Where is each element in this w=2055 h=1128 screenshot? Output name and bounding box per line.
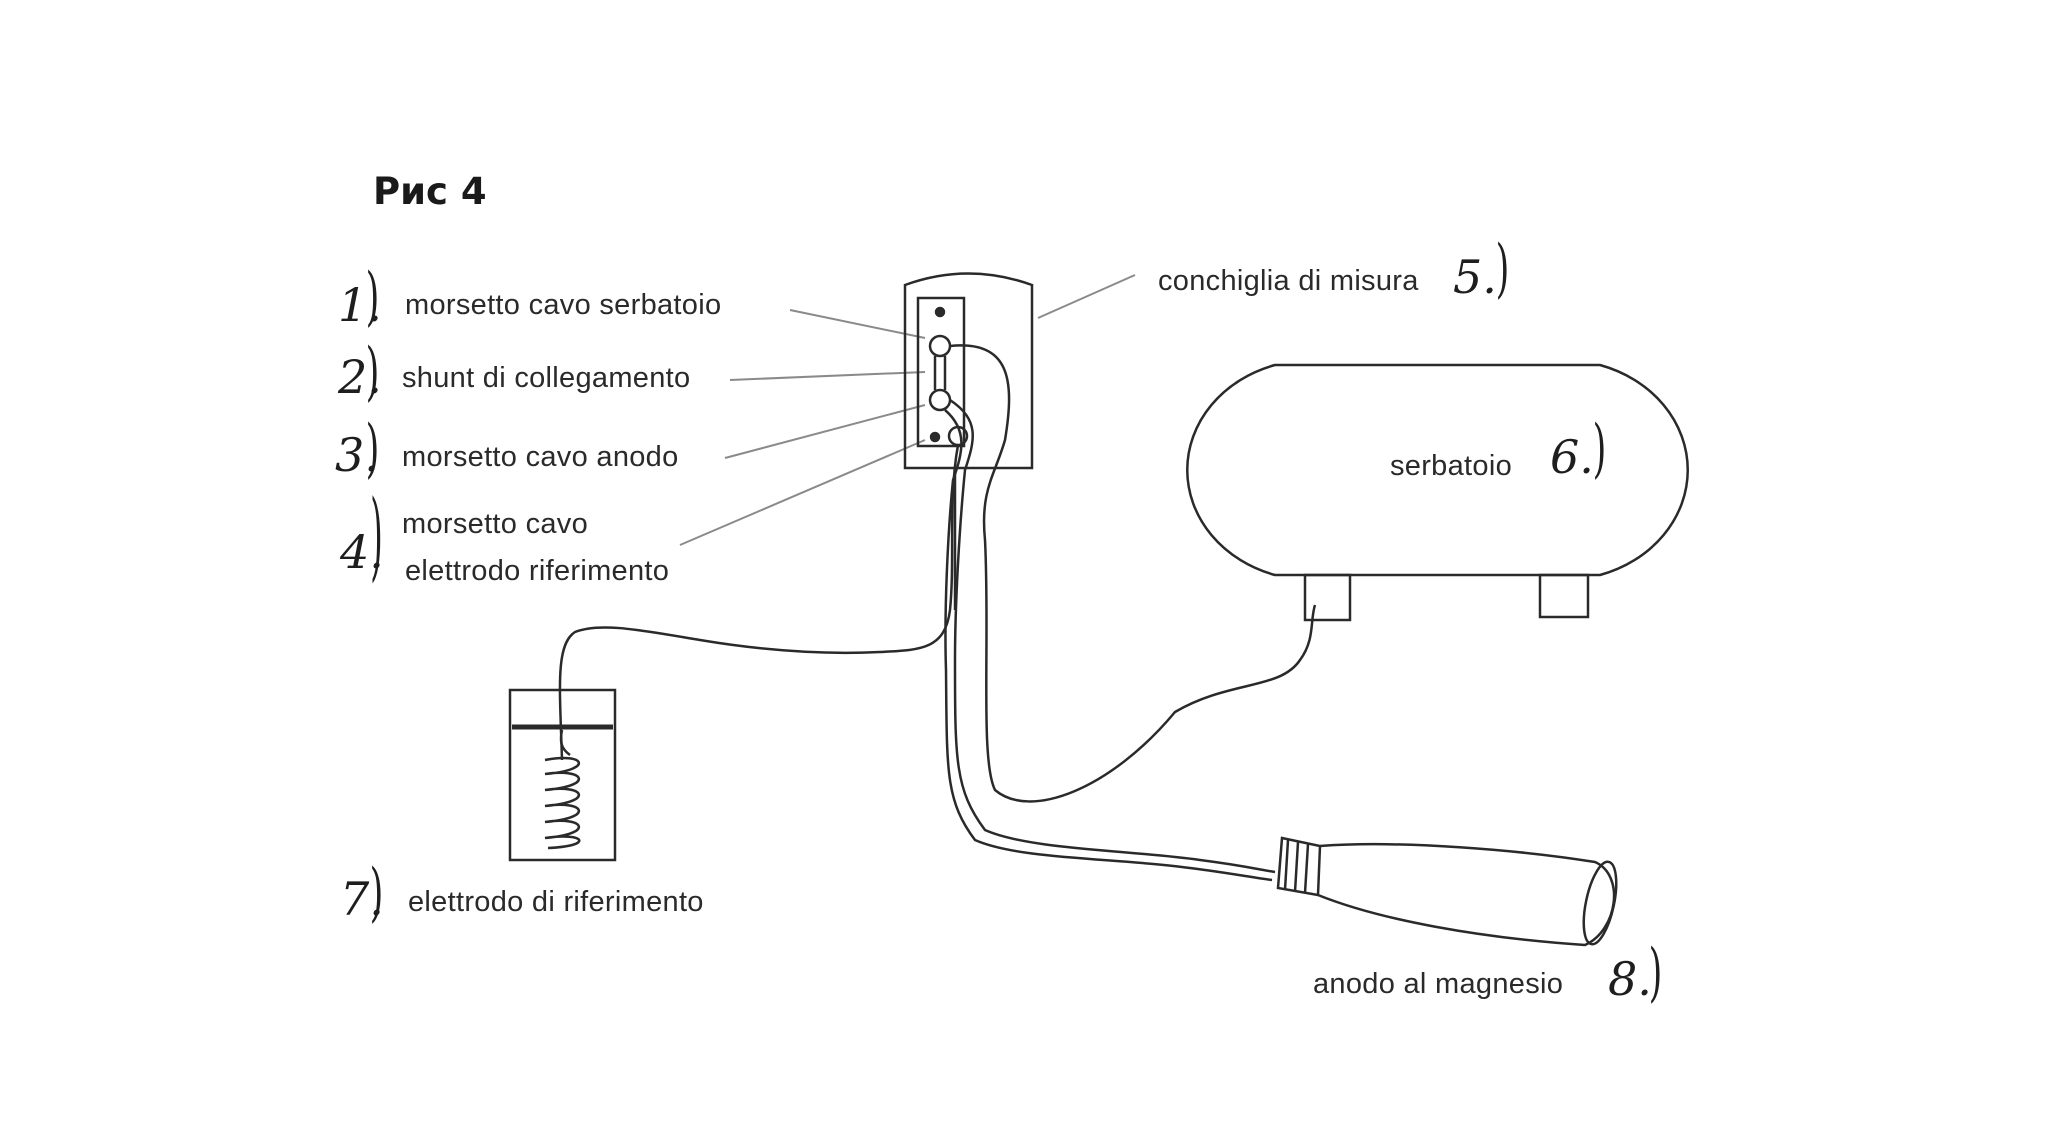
measuring-shell	[903, 272, 1034, 470]
terminal-1	[928, 334, 952, 358]
beaker	[508, 688, 617, 862]
shell-body	[903, 272, 1034, 470]
anode-cap-ribs	[1283, 839, 1310, 894]
leader-line-2	[729, 371, 926, 381]
label-8-paren: )	[1648, 936, 1663, 1010]
tank-fitting-left	[1303, 573, 1352, 622]
label-1-number: 1.	[338, 278, 382, 332]
anode-cable	[949, 398, 1276, 874]
label-4-text-line1: morsetto cavo	[402, 508, 589, 540]
label-6-paren: )	[1592, 412, 1607, 486]
magnesium-anode	[1276, 836, 1618, 947]
terminal-strip	[916, 296, 966, 448]
terminal-4-dot	[929, 431, 941, 443]
leader-line-4	[679, 439, 926, 546]
terminal-3	[928, 388, 952, 412]
label-4-number: 4.	[340, 525, 384, 579]
tank-fitting-right	[1538, 573, 1590, 619]
leader-line-3	[724, 404, 926, 459]
anode-cable-inner	[944, 409, 1273, 882]
label-7-number: 7.	[340, 872, 384, 926]
label-7-text: elettrodo di riferimento	[408, 886, 704, 918]
reference-cable	[558, 444, 960, 761]
label-6-number: 6.	[1550, 430, 1594, 484]
terminal-1-dot	[934, 306, 946, 318]
anode-end	[1582, 860, 1618, 946]
label-3-text: morsetto cavo anodo	[402, 441, 679, 473]
leader-lines	[679, 274, 1136, 546]
label-3-paren: )	[365, 412, 380, 486]
label-5-paren: )	[1495, 232, 1510, 306]
electrode-coil	[544, 756, 581, 850]
reference-electrode	[508, 688, 617, 862]
figure-title: Рис 4	[373, 170, 487, 213]
label-7-paren: )	[369, 856, 384, 930]
label-5-number: 5.	[1453, 250, 1497, 304]
label-1-text: morsetto cavo serbatoio	[405, 289, 722, 321]
coil-lead	[559, 729, 571, 757]
label-8-number: 8.	[1608, 952, 1652, 1006]
wires	[558, 344, 1317, 882]
tank	[1186, 363, 1689, 622]
label-5-text: conchiglia di misura	[1158, 265, 1419, 297]
leader-line-1	[789, 309, 926, 339]
label-8-text: anodo al magnesio	[1313, 968, 1564, 1000]
tank-cable	[949, 344, 1317, 803]
label-6-text: serbatoio	[1390, 450, 1512, 482]
label-2-paren: )	[365, 335, 380, 409]
label-3-number: 3.	[335, 428, 379, 482]
leader-line-5	[1037, 274, 1136, 319]
label-2-number: 2.	[338, 350, 382, 404]
label-2-text: shunt di collegamento	[402, 362, 691, 394]
tank-body	[1186, 363, 1689, 577]
anode-body	[1317, 842, 1616, 947]
label-1-paren: )	[365, 260, 380, 334]
label-4-paren: )	[370, 481, 383, 593]
label-4-text-line2: elettrodo riferimento	[405, 555, 670, 587]
